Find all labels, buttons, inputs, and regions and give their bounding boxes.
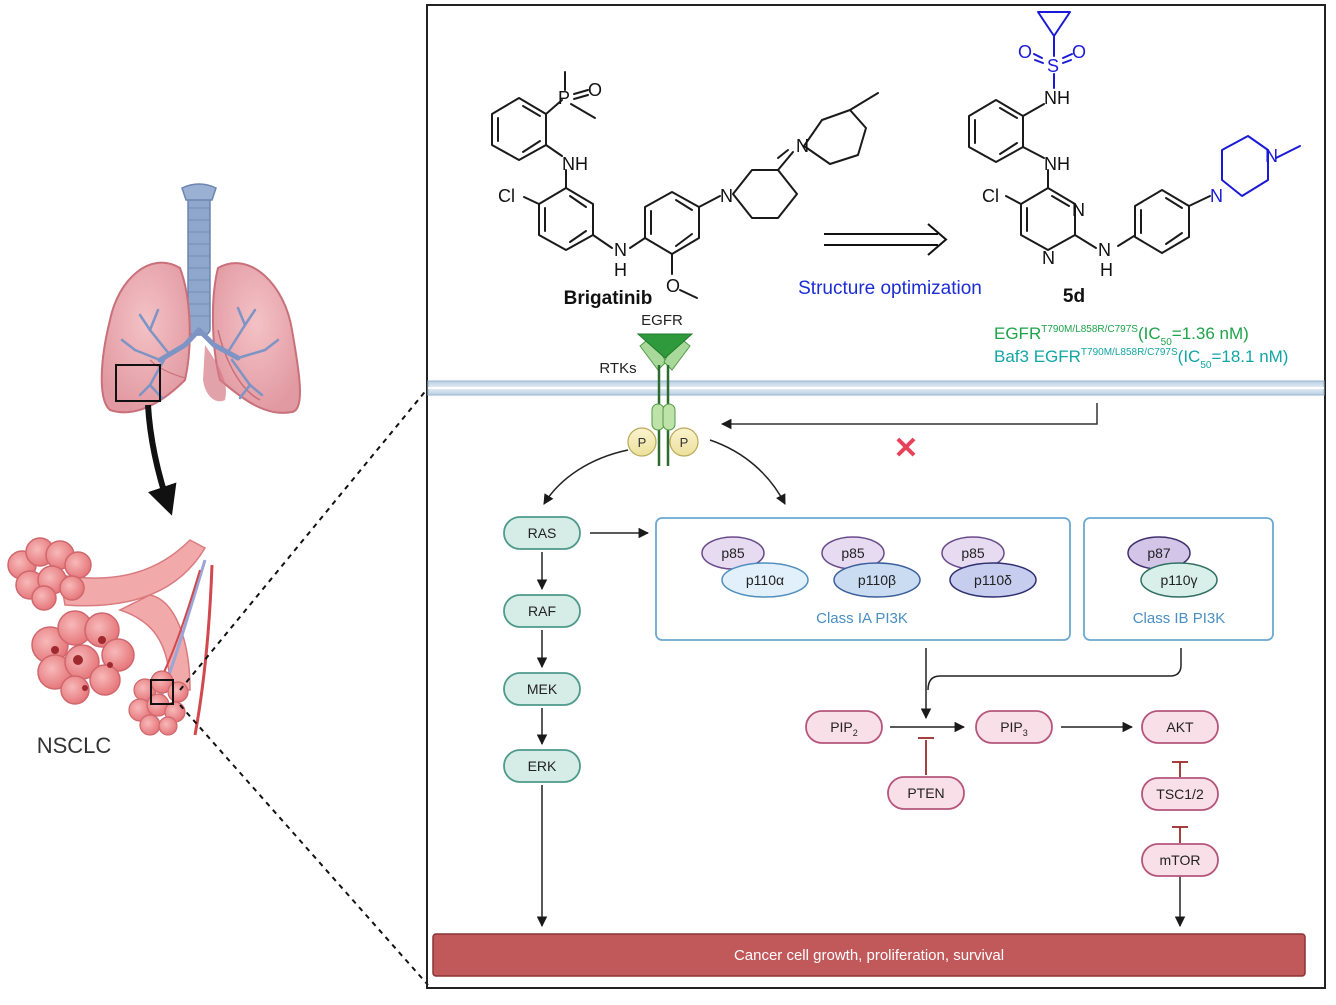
node-akt-label: AKT (1166, 719, 1194, 735)
svg-text:O: O (666, 276, 680, 296)
node-pip3-label: PIP3 (1000, 719, 1028, 738)
akt-pathway (805, 710, 1219, 877)
node-ras-label: RAS (528, 525, 557, 541)
arrow-to-ras (543, 449, 629, 505)
node-mtor-label: mTOR (1160, 852, 1201, 868)
svg-text:H: H (1100, 260, 1113, 280)
nsclc-label: NSCLC (37, 733, 112, 758)
brigatinib-structure (491, 71, 879, 299)
main-panel-frame (426, 4, 1326, 989)
svg-text:S: S (1047, 56, 1059, 76)
p110-gamma-label: p110γ (1160, 572, 1197, 588)
svg-text:NH: NH (1044, 88, 1070, 108)
alveoli-illustration (7, 537, 214, 736)
brigatinib-atoms: P O NH Cl N H O N N (498, 80, 809, 296)
p85-beta-label: p85 (841, 545, 865, 561)
brigatinib-name: Brigatinib (564, 288, 653, 309)
svg-text:NH: NH (562, 154, 588, 174)
zoom-arrow (145, 404, 177, 516)
phospho-left: P (638, 435, 647, 450)
svg-text:Cl: Cl (982, 186, 999, 206)
p85-delta-label: p85 (961, 545, 985, 561)
phospho-right: P (680, 435, 689, 450)
node-mek-label: MEK (527, 681, 558, 697)
node-erk-label: ERK (528, 758, 557, 774)
svg-text:H: H (614, 260, 627, 280)
svg-text:O: O (1072, 42, 1086, 62)
svg-text:N: N (1210, 186, 1223, 206)
svg-text:N: N (720, 186, 733, 206)
node-pip2-label: PIP2 (830, 719, 858, 738)
activity-line-1: EGFRT790M/L858R/C797S(IC50=1.36 nM) (994, 324, 1249, 348)
node-akt (1141, 710, 1219, 744)
node-ras (503, 516, 581, 550)
pi3k-class-ib (1083, 517, 1274, 641)
compound-5d-name: 5d (1063, 286, 1085, 307)
svg-text:N: N (614, 240, 627, 260)
class-ib-title: Class IB PI3K (1133, 610, 1226, 627)
zoom-line-bottom (179, 704, 429, 986)
svg-text:P: P (558, 88, 570, 108)
svg-text:O: O (1018, 42, 1032, 62)
node-pip2 (805, 710, 883, 744)
svg-text:N: N (1098, 240, 1111, 260)
lungs-illustration (100, 183, 301, 414)
svg-text:N: N (1072, 200, 1085, 220)
svg-text:NH: NH (1044, 154, 1070, 174)
arrow-to-pi3k (709, 439, 786, 505)
svg-text:N: N (1042, 248, 1055, 268)
inhibition-x-mark: ✕ (893, 432, 918, 465)
p110-alpha-label: p110α (746, 572, 784, 588)
svg-text:N: N (1265, 146, 1278, 166)
activity-line-2: Baf3 EGFRT790M/L858R/C797S(IC50=18.1 nM) (994, 347, 1288, 371)
egfr-label: EGFR (641, 312, 683, 329)
p85-alpha-label: p85 (721, 545, 745, 561)
node-pten (887, 776, 965, 810)
p87-label: p87 (1147, 545, 1171, 561)
mapk-pathway: RAS RAF MEK ERK (503, 516, 650, 928)
node-mtor (1141, 843, 1219, 877)
p110-beta-label: p110β (858, 572, 896, 588)
node-raf-label: RAF (528, 603, 556, 619)
node-mek (503, 672, 581, 706)
node-erk (503, 749, 581, 783)
node-pip3 (975, 710, 1053, 744)
zoom-line-top (179, 387, 429, 691)
node-tsc-label: TSC1/2 (1156, 786, 1204, 802)
svg-text:N: N (796, 136, 809, 156)
outcome-label: Cancer cell growth, proliferation, survi… (734, 947, 1004, 964)
egfr-receptor (627, 333, 699, 466)
node-tsc (1141, 777, 1219, 811)
inhibition-bars (918, 737, 1188, 843)
structure-optimization-label: Structure optimization (798, 278, 982, 299)
optimization-arrow (824, 223, 948, 256)
node-pten-label: PTEN (907, 785, 944, 801)
node-raf (503, 594, 581, 628)
p110-delta-label: p110δ (974, 572, 1012, 588)
svg-text:Cl: Cl (498, 186, 515, 206)
inhibition-arrow (720, 403, 1098, 430)
svg-text:O: O (588, 80, 602, 100)
pi3k-class-ia (655, 517, 1071, 641)
compound-5d-structure (968, 11, 1301, 254)
compound-5d-atoms: O S O NH NH Cl N N N H N N (982, 42, 1278, 280)
class-ia-title: Class IA PI3K (816, 610, 908, 627)
outcome-bar (432, 933, 1306, 977)
pi3k-connectors (890, 648, 1186, 928)
rtks-label: RTKs (599, 360, 636, 377)
